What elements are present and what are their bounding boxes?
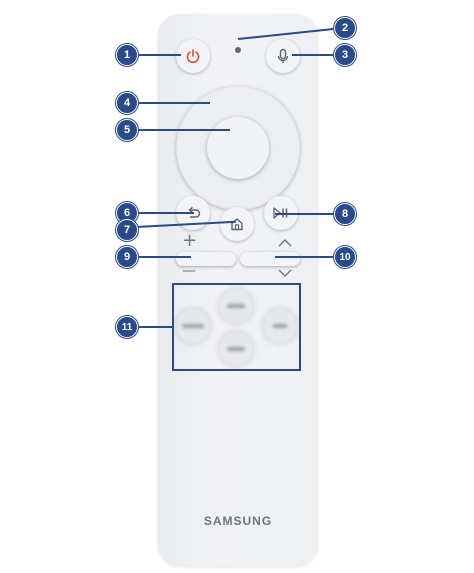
callout-line-8 — [275, 213, 343, 215]
callout-badge-10: 10 — [334, 246, 356, 268]
microphone-hole — [235, 47, 241, 53]
power-button[interactable] — [176, 39, 210, 73]
callout-badge-4: 4 — [116, 92, 138, 114]
callout-badge-5: 5 — [116, 119, 138, 141]
voice-button[interactable] — [266, 39, 300, 73]
callout-line-11 — [136, 326, 174, 328]
callout-line-5 — [136, 129, 230, 131]
volume-minus-label: — — [182, 263, 196, 279]
chevron-down-icon — [278, 269, 292, 277]
brand-label: SAMSUNG — [203, 514, 273, 528]
callout-badge-9: 9 — [116, 246, 138, 268]
microphone-icon — [277, 48, 289, 63]
callout-badge-3: 3 — [334, 44, 356, 66]
app-shortcut-button-bottom[interactable] — [219, 332, 253, 366]
callout-line-9 — [136, 256, 191, 258]
callout-badge-8: 8 — [334, 203, 356, 225]
app-shortcut-button-left[interactable] — [176, 309, 210, 343]
chevron-up-icon — [278, 239, 292, 247]
volume-rocker[interactable] — [176, 252, 236, 266]
channel-rocker[interactable] — [240, 252, 300, 266]
callout-line-4 — [136, 102, 210, 104]
callout-line-3 — [292, 54, 342, 56]
power-icon — [186, 49, 200, 64]
app-shortcut-button-top[interactable] — [219, 289, 253, 323]
callout-line-1 — [136, 54, 181, 56]
back-arrow-icon — [188, 207, 201, 218]
app-shortcut-button-right[interactable] — [263, 309, 297, 343]
directional-pad[interactable] — [176, 86, 300, 210]
app-buttons-highlight — [172, 283, 301, 371]
callout-badge-2: 2 — [334, 17, 356, 39]
volume-plus-label: + — [182, 230, 198, 251]
home-icon — [231, 218, 243, 231]
home-button[interactable] — [220, 207, 254, 241]
callout-badge-7: 7 — [116, 219, 138, 241]
select-button[interactable] — [207, 117, 269, 179]
callout-badge-1: 1 — [116, 44, 138, 66]
callout-line-10 — [275, 256, 343, 258]
callout-line-6 — [136, 212, 194, 214]
remote-control: + — SAMSUNG — [158, 14, 318, 566]
callout-badge-11: 11 — [116, 316, 138, 338]
